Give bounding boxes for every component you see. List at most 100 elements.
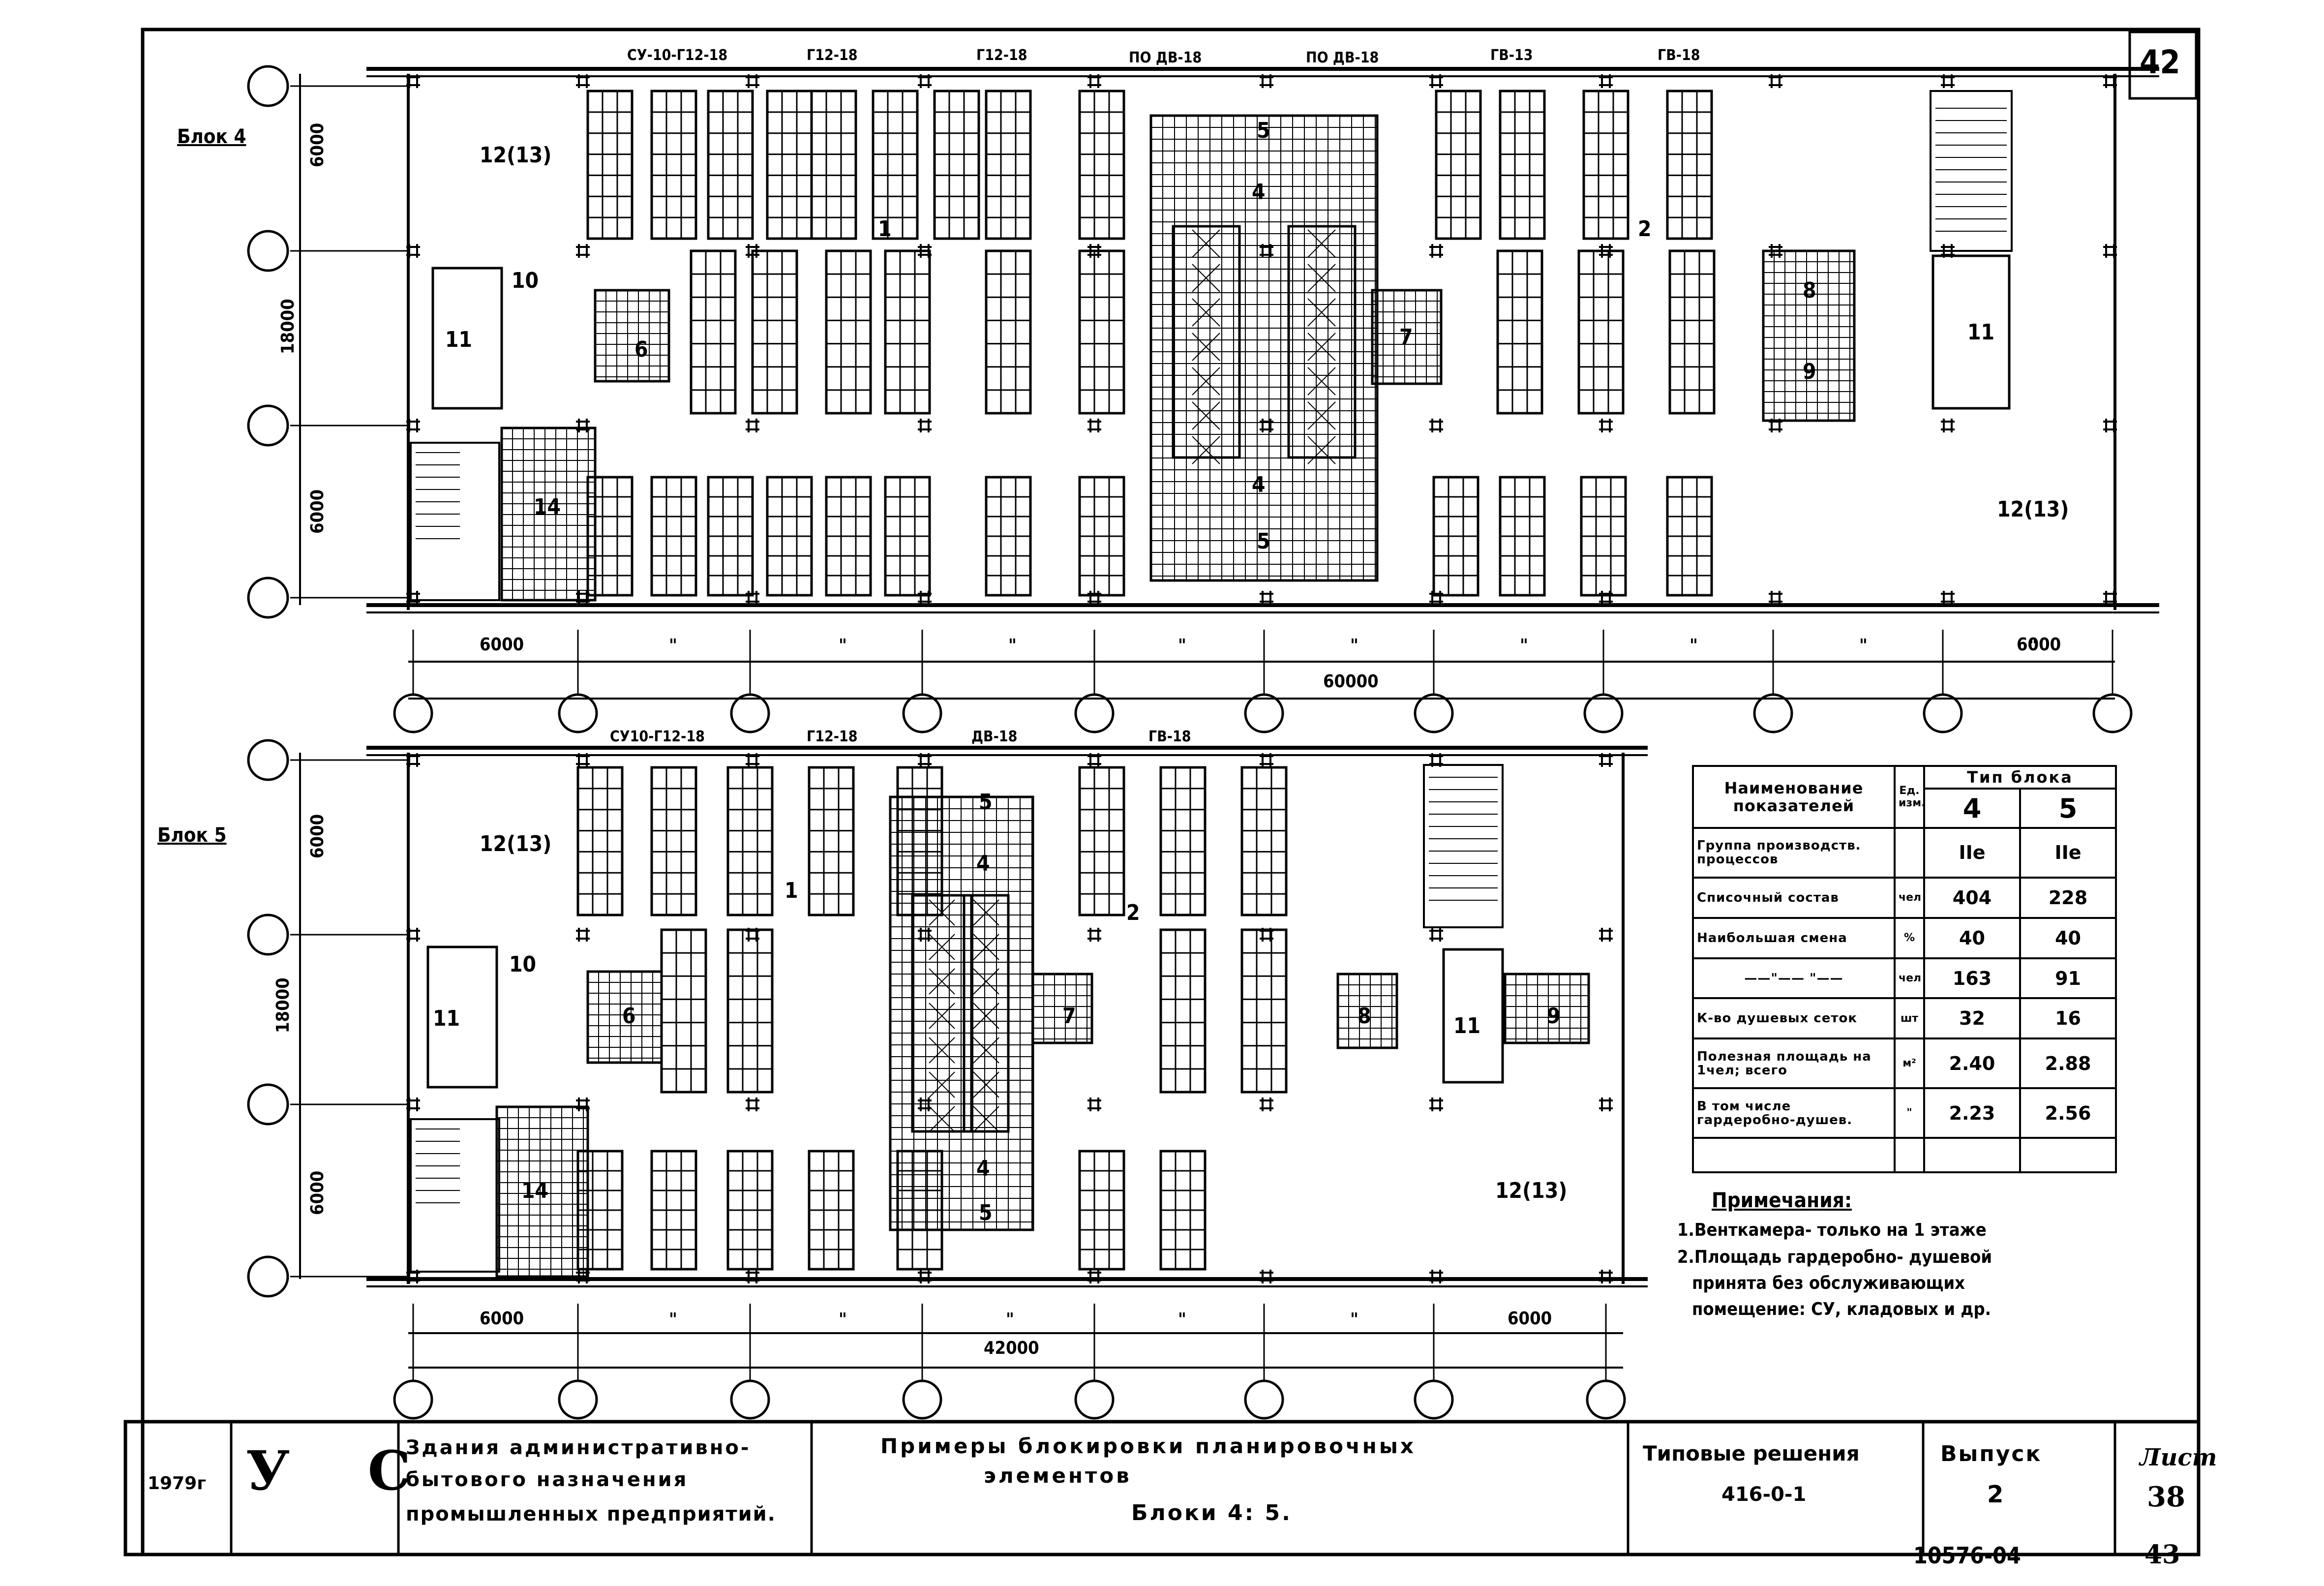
shower-cross — [1307, 229, 1336, 258]
block5-room-9: 9 — [1547, 1004, 1561, 1029]
block5-top-label-1: СУ10-Г12-18 — [610, 728, 705, 745]
block5-col-axis-bubble — [558, 1379, 598, 1420]
block4-col-axis-bubble — [393, 693, 433, 733]
block4-row-axis-bubble — [247, 404, 289, 447]
block4-room-6: 6 — [634, 337, 648, 362]
block4-top-label-1: СУ-10-Г12-18 — [627, 47, 728, 64]
block4-room-14: 14 — [534, 494, 561, 519]
block4-row-axis-bubble — [247, 577, 289, 619]
block5-col-axis-bubble — [1074, 1379, 1115, 1420]
title-block-sheet-value: 38 — [2147, 1481, 2185, 1513]
shower-cross — [929, 1037, 955, 1064]
locker-unit — [872, 90, 919, 240]
locker-unit — [650, 766, 697, 916]
title-block-issue-label: Выпуск — [1940, 1441, 2042, 1466]
locker-unit — [985, 249, 1032, 415]
title-block-sheet-label: Лист — [2140, 1444, 2217, 1471]
notes-line-2: 2.Площадь гардеробно- душевой — [1677, 1247, 1992, 1267]
block5-dim-total: 42000 — [984, 1338, 1039, 1358]
block4-row-axis-bubble — [247, 65, 289, 107]
indicators-row-name: ——"—— "—— — [1692, 957, 1896, 1000]
indicators-row-name: В том числе гардеробно-душев. — [1692, 1087, 1896, 1139]
shower-cross — [1307, 264, 1336, 292]
shower-cross — [1307, 401, 1336, 430]
block5-dim-h-5: " — [1178, 1310, 1186, 1330]
title-block-building-line-2: бытового назначения — [406, 1468, 689, 1491]
indicators-header-type: Тип блока — [1923, 765, 2117, 790]
block4-dim-h-4: " — [1008, 636, 1017, 656]
indicators-row-v5: 2.88 — [2019, 1037, 2117, 1090]
locker-unit — [1666, 90, 1713, 240]
locker-unit — [751, 249, 798, 415]
block5-dim-h-4: " — [1006, 1310, 1014, 1330]
indicators-row-v4: 163 — [1923, 957, 2021, 1000]
block5-zone-1: 1 — [785, 878, 798, 903]
locker-unit — [650, 90, 697, 240]
block5-room-8-box — [1336, 973, 1398, 1049]
shower-cross — [1307, 333, 1336, 361]
block4-dim-v-2: 18000 — [278, 299, 298, 354]
title-block-sheet-title-line-1: Примеры блокировки планировочных — [880, 1434, 1416, 1458]
indicators-row-v5: 228 — [2019, 876, 2117, 919]
notes-title: Примечания: — [1712, 1188, 1852, 1212]
block5-room-7: 7 — [1062, 1004, 1076, 1029]
block5-col-axis-bubble — [1414, 1379, 1454, 1420]
locker-unit — [896, 766, 943, 916]
shower-cross — [1307, 436, 1336, 464]
notes-line-1: 1.Венткамера- только на 1 этаже — [1677, 1220, 1987, 1240]
indicators-row-v5: 16 — [2019, 997, 2117, 1040]
indicators-header-name: Наименование показателей — [1692, 765, 1896, 829]
block5-room-7-box — [1031, 973, 1093, 1044]
block5-col-axis-bubble — [1244, 1379, 1284, 1420]
shower-cross — [1192, 264, 1220, 292]
locker-unit — [660, 928, 707, 1094]
indicators-row-v5: 91 — [2019, 957, 2117, 1000]
block5-vent-shaft-left — [426, 946, 498, 1089]
block4-dim-h-2: " — [669, 636, 677, 656]
block4-room-9: 9 — [1803, 359, 1816, 384]
indicators-row-name: Наибольшая смена — [1692, 916, 1896, 959]
indicators-row-unit: чел — [1894, 876, 1925, 919]
block5-row-axis-bubble — [247, 739, 289, 781]
block4-room-5-bottom: 5 — [1257, 529, 1270, 554]
title-block-series-label: Типовые решения — [1643, 1441, 1860, 1465]
indicators-row-name: Списочный состав — [1692, 876, 1896, 919]
block5-row-axis-bubble — [247, 1083, 289, 1126]
block5-stair-right — [1423, 764, 1504, 928]
block4-dim-total: 60000 — [1323, 671, 1379, 692]
block4-zone-1: 1 — [878, 216, 892, 242]
indicators-row-empty — [1692, 1137, 2117, 1173]
block5-dim-h-1: 6000 — [480, 1309, 524, 1329]
block5-col-axis-bubble — [730, 1379, 770, 1420]
indicators-row-v4: 2.23 — [1923, 1087, 2021, 1139]
shower-cross — [1307, 367, 1336, 396]
title-block-series-code: 416-0-1 — [1721, 1483, 1807, 1506]
block4-room-7-box — [1371, 289, 1443, 385]
locker-unit — [726, 766, 774, 916]
locker-unit — [985, 90, 1032, 240]
block4-col-axis-bubble — [2092, 693, 2133, 733]
title-block-year: 1979г — [148, 1473, 207, 1494]
indicators-row: Списочный состав чел 404 228 — [1692, 876, 2117, 919]
shower-cross — [929, 934, 955, 960]
title-block-frame — [123, 1420, 2201, 1556]
block5-room-12-13-right: 12(13) — [1495, 1178, 1568, 1203]
block5-row-axis-bubble — [247, 1255, 289, 1298]
locker-unit — [1577, 249, 1625, 415]
indicators-row-unit: чел — [1894, 957, 1925, 1000]
block4-col-axis-bubble — [1244, 693, 1284, 733]
shower-cross — [1192, 367, 1220, 396]
notes-line-3: принята без обслуживающих — [1692, 1273, 1965, 1293]
block5-top-label-4: ГВ-18 — [1148, 728, 1191, 745]
block4-col-axis-bubble — [902, 693, 942, 733]
title-block-org-mark: У С — [246, 1439, 441, 1502]
block5-vent-shaft-right — [1442, 948, 1504, 1084]
block4-room-12-13-left: 12(13) — [480, 143, 552, 168]
locker-unit — [1499, 90, 1546, 240]
block5-room-5-bottom: 5 — [979, 1200, 993, 1225]
block4-top-label-3: Г12-18 — [976, 47, 1027, 64]
locker-unit — [1159, 766, 1207, 916]
locker-unit — [1078, 766, 1125, 916]
title-block-sheet-title-line-2: элементов — [984, 1464, 1132, 1488]
